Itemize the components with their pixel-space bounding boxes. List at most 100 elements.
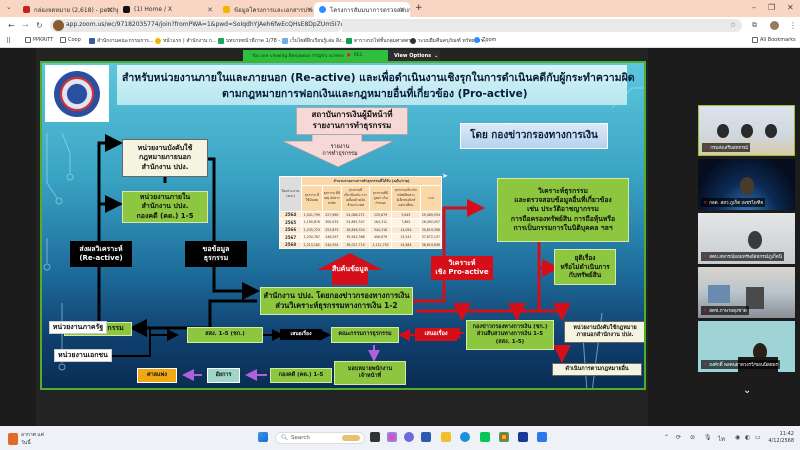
- bookmark-label: ตารางรถไฟชั้นกลุ่มศาสตร...: [354, 38, 416, 44]
- close-tab-icon[interactable]: ✕: [107, 5, 113, 14]
- participant-tile[interactable]: ✕ยงศักดิ์ พลคนยาดวงรวี/ขอนนิดยพร: [698, 321, 795, 372]
- view-options-button[interactable]: View Options ⌄: [388, 50, 440, 61]
- file-explorer-icon[interactable]: [441, 432, 451, 442]
- widgets-icon[interactable]: [404, 432, 414, 442]
- chevron-down-icon: ⌄: [434, 52, 439, 59]
- slide-title-bar: [117, 65, 627, 105]
- minimize-icon[interactable]: –: [752, 3, 756, 12]
- word-icon[interactable]: [537, 432, 547, 442]
- profile-avatar[interactable]: [770, 21, 779, 30]
- copilot-icon[interactable]: [387, 432, 397, 442]
- tab-title: ข้อมูลโครงการและเอกสารประกอบ...: [234, 6, 318, 14]
- folder-icon: [25, 37, 31, 43]
- tray-mic-icon[interactable]: 🎙︎: [704, 434, 712, 441]
- forward-icon[interactable]: →: [22, 21, 29, 30]
- tray-language-icon[interactable]: ไท: [718, 436, 725, 443]
- propose-label-2: เสนอเรื่อง: [415, 328, 457, 341]
- task-view-icon[interactable]: [370, 432, 380, 442]
- tab-gmail[interactable]: กล่องจดหมาย (2,618) - petchpai... ✕: [18, 2, 118, 17]
- transaction-report-table: ปีงบประมาณ (พ.ศ.) จำนวนรายงานการทำธุรกรร…: [278, 176, 443, 249]
- more-participants-chevron-icon[interactable]: ⌄: [743, 385, 752, 396]
- bookmark-zoom[interactable]: Zoom: [474, 37, 496, 43]
- taskbar-search[interactable]: 🔍︎ Search: [275, 432, 365, 444]
- reload-icon[interactable]: ↻: [36, 21, 43, 30]
- table-cell: 1,215,162: [301, 240, 323, 249]
- new-tab-button[interactable]: +: [415, 3, 423, 13]
- participant-tile[interactable]: ✕กลต. สสว.ภูเก็ต เพชรไพฑิจ: [698, 159, 795, 210]
- zoom-icon: [319, 6, 326, 13]
- doc-icon: [282, 38, 288, 44]
- omnibox[interactable]: [50, 19, 342, 32]
- table-cell: 38,619,636: [419, 240, 443, 249]
- group-header: จำนวนรายงานการทำธุรกรรมที่ได้รับ (ฉบับ/ร…: [301, 176, 442, 186]
- tray-volume-icon[interactable]: ◐: [745, 434, 751, 441]
- participant-tile[interactable]: ✕สคบ.สหกรณ์ออมทรัพย์สหกรณ์ภูเก็ตนิ: [698, 213, 795, 264]
- participant-tile[interactable]: ✕สคช.ภาษาผดุงชาต: [698, 267, 795, 318]
- year-header: ปีงบประมาณ (พ.ศ.): [278, 176, 303, 212]
- bookmark-borrow[interactable]: ระบบยืมคืนครุภัณฑ์ ทรัพยากร...: [410, 37, 488, 45]
- participant-name: ✕สคช.ภาษาผดุงชาต: [701, 306, 749, 315]
- all-bookmarks[interactable]: All Bookmarks: [752, 37, 796, 43]
- civil-court-box: ศาลแพ่ง: [137, 368, 177, 383]
- tray-mute-icon[interactable]: ⊘: [690, 434, 696, 441]
- tray-expand-icon[interactable]: ⌃: [664, 434, 670, 441]
- slide-connectors: [43, 87, 644, 388]
- record-dot-icon: ●: [346, 53, 351, 58]
- participant-gallery: ✕กรมส่งเสริมสหกรณ์ ✕กลต. สสว.ภูเก็ต เพชร…: [695, 93, 800, 413]
- bookmark-sheet[interactable]: ตารางรถไฟชั้นกลุ่มศาสตร...: [346, 37, 416, 45]
- bookmark-drive[interactable]: บทบาทหน้าที่ภาค 1/78 -...: [218, 37, 285, 45]
- report-arrow-label: รายงาน การทำธุรกรรม: [322, 143, 358, 157]
- amlo-office-box: สำนักงาน ปปง. โดยกองข่าวกรองทางการเงิน ส…: [260, 287, 413, 315]
- extensions-icon[interactable]: ⧉: [752, 21, 757, 29]
- close-tab-icon[interactable]: ✕: [399, 5, 405, 14]
- bookmark-amlo[interactable]: สำนักงานคณะกรรมการ...: [89, 37, 154, 45]
- app-l-icon[interactable]: [518, 432, 528, 442]
- table-cell: 26,490,057: [419, 218, 443, 227]
- bookmark-star-icon[interactable]: ☆: [730, 21, 737, 29]
- windows-start-icon[interactable]: [258, 432, 268, 442]
- tray-battery-icon[interactable]: ▭: [755, 434, 761, 441]
- weather-widget[interactable]: อากาศ แต่ วันนี้: [8, 431, 44, 447]
- omnibox-extension[interactable]: [342, 19, 742, 32]
- gmail-icon: [23, 6, 30, 13]
- analysis-box: วิเคราะห์ธุรกรรม และตรวจสอบข้อมูลอื่นที่…: [497, 178, 629, 242]
- taskbar-clock[interactable]: 11:42 4/12/2568: [768, 431, 794, 445]
- tab-zoom[interactable]: โครงการสัมมนาการตรวจสอบการ... ✕: [314, 2, 410, 17]
- restore-icon[interactable]: ❐: [768, 3, 776, 12]
- participant-tile[interactable]: ✕กรมส่งเสริมสหกรณ์: [698, 105, 795, 156]
- participant-name: ✕กรมส่งเสริมสหกรณ์: [702, 143, 750, 152]
- back-icon[interactable]: ←: [8, 21, 15, 30]
- enforce-agency-box: หน่วยงานบังคับใช้กฎหมาย ภายนอกสำนักงาน ป…: [564, 321, 644, 343]
- table-cell: 7,862: [391, 218, 421, 227]
- chrome-icon[interactable]: [499, 432, 509, 442]
- bookmark-home[interactable]: หน้าแรก | สำนักงาน ก...: [155, 37, 217, 45]
- tab-search-icon[interactable]: ⌄: [6, 3, 12, 11]
- close-tab-icon[interactable]: ✕: [207, 5, 213, 14]
- table-cell: 35,942,368: [341, 233, 371, 242]
- apps-icon[interactable]: ⠿: [6, 37, 12, 45]
- search-arrow-shape: [317, 253, 383, 285]
- close-tab-icon[interactable]: ✕: [307, 5, 313, 14]
- edge-icon[interactable]: [460, 432, 470, 442]
- table-row: 2564 1,041,799 227,960 24,086,271 129,87…: [278, 210, 443, 220]
- site-info-icon[interactable]: [53, 20, 64, 31]
- tab-drive[interactable]: ข้อมูลโครงการและเอกสารประกอบ... ✕: [218, 2, 318, 17]
- close-window-icon[interactable]: ✕: [787, 3, 794, 12]
- bookmark-label: เว็บไซต์ฝึกเรียนรู้เล่ม สิ่ง...: [290, 38, 347, 44]
- year-cell: 2568: [278, 240, 303, 249]
- table-cell: 37,872,137: [419, 233, 443, 242]
- case-division-box: กองคดี (คด.) 1-5: [270, 368, 332, 383]
- tray-wifi-icon[interactable]: ◉: [735, 434, 741, 441]
- bookmark-ppkritt[interactable]: PPKRITT: [25, 37, 53, 43]
- mouse-cursor-icon: ➤: [442, 172, 448, 180]
- url-text[interactable]: app.zoom.us/wc/97182035774/join?fromPWA=…: [66, 21, 351, 28]
- bookmark-website[interactable]: เว็บไซต์ฝึกเรียนรู้เล่ม สิ่ง...: [282, 37, 346, 45]
- store-icon[interactable]: [421, 432, 431, 442]
- menu-icon[interactable]: ⋮: [789, 21, 797, 30]
- line-icon[interactable]: [480, 432, 490, 442]
- year-cell: 2564: [278, 210, 303, 220]
- table-row: 2568 1,215,162 240,594 36,027,719 1,121,…: [278, 240, 443, 249]
- tab-x[interactable]: (1) Home / X ✕: [118, 2, 218, 17]
- bookmark-coop[interactable]: Coop: [60, 37, 81, 43]
- tray-sync-icon[interactable]: ⟳: [676, 434, 682, 441]
